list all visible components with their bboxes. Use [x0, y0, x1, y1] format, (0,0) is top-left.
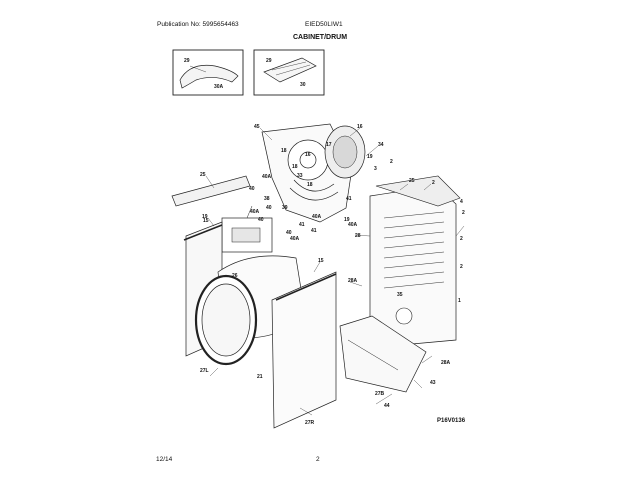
callout-label: 26 — [232, 273, 238, 279]
callout-label: 2 — [462, 210, 465, 216]
callout-label: 28A — [441, 360, 451, 366]
inset-box-30 — [253, 49, 325, 96]
callout-label: 19 — [344, 217, 350, 223]
callout-label: 25 — [409, 178, 415, 184]
callout-label: 40A — [348, 222, 358, 228]
callout-label: 21 — [257, 374, 263, 380]
callout-label: 2 — [432, 180, 435, 186]
callout-label: 33 — [297, 173, 303, 179]
callout-label: 30A — [214, 84, 224, 90]
rear-bulkhead — [261, 123, 353, 223]
callout-label: 41 — [346, 196, 352, 202]
base-panel — [339, 315, 427, 393]
callout-label: 40 — [286, 230, 292, 236]
callout-label: 2 — [390, 159, 393, 165]
callout-label: 35 — [397, 292, 403, 298]
callout-label: 41 — [299, 222, 305, 228]
rear-panel — [369, 175, 461, 347]
callout-label: 2 — [460, 236, 463, 242]
diagram-id: P16V0136 — [437, 418, 466, 424]
callout-label: 43 — [430, 380, 436, 386]
footer-date: 12/14 — [156, 456, 173, 463]
front-bracket — [171, 175, 251, 207]
callout-label: 19 — [202, 214, 208, 220]
callout-label: 40 — [266, 205, 272, 211]
callout-label: 40A — [290, 236, 300, 242]
callout-label: 28A — [348, 278, 358, 284]
callout-label: 40A — [312, 214, 322, 220]
callout-label: 39 — [282, 205, 288, 211]
detail-inset — [221, 205, 273, 253]
model-number: EIED50LIW1 — [305, 21, 343, 28]
callout-label: 18 — [307, 182, 313, 188]
callout-label: 28 — [355, 233, 361, 239]
inset-box-30a — [172, 49, 244, 96]
callout-label: 17 — [326, 142, 332, 148]
callout-label: 18 — [292, 164, 298, 170]
callout-label: 3 — [374, 166, 377, 172]
callout-label: 40 — [258, 217, 264, 223]
callout-label: 15 — [203, 218, 209, 224]
callout-label: 30 — [300, 82, 306, 88]
callout-label: 44 — [384, 403, 390, 409]
callout-label: 27B — [375, 391, 385, 397]
callout-label: 4 — [460, 199, 463, 205]
callout-label: 41 — [311, 228, 317, 234]
callout-label: 34 — [378, 142, 384, 148]
page-title: CABINET/DRUM — [292, 34, 348, 41]
leader-lines — [205, 127, 465, 416]
callout-label: 16 — [305, 152, 311, 158]
publication-number: Publication No: 5995654463 — [157, 21, 239, 28]
callout-label: 40A — [250, 209, 260, 215]
callout-label: 15 — [318, 258, 324, 264]
callout-label: 25 — [200, 172, 206, 178]
right-side-panel — [271, 271, 337, 429]
page-number: 2 — [316, 456, 320, 463]
callout-label: 2 — [460, 264, 463, 270]
callout-label: 27R — [305, 420, 315, 426]
callout-label: 1 — [458, 298, 461, 304]
callout-label: 40A — [262, 174, 272, 180]
callout-label: 45 — [254, 124, 260, 130]
callout-label: 38 — [264, 196, 270, 202]
callout-label: 19 — [367, 154, 373, 160]
callout-label: 29 — [266, 58, 272, 64]
callout-label: 29 — [184, 58, 190, 64]
blower-housing — [324, 125, 366, 179]
callout-labels: 29 30A 29 30 45 16 17 18 16 34 19 2 18 3… — [184, 58, 465, 426]
callout-label: 40 — [249, 186, 255, 192]
callout-label: 18 — [281, 148, 287, 154]
callout-label: 27L — [200, 368, 209, 374]
callout-label: 16 — [357, 124, 363, 130]
